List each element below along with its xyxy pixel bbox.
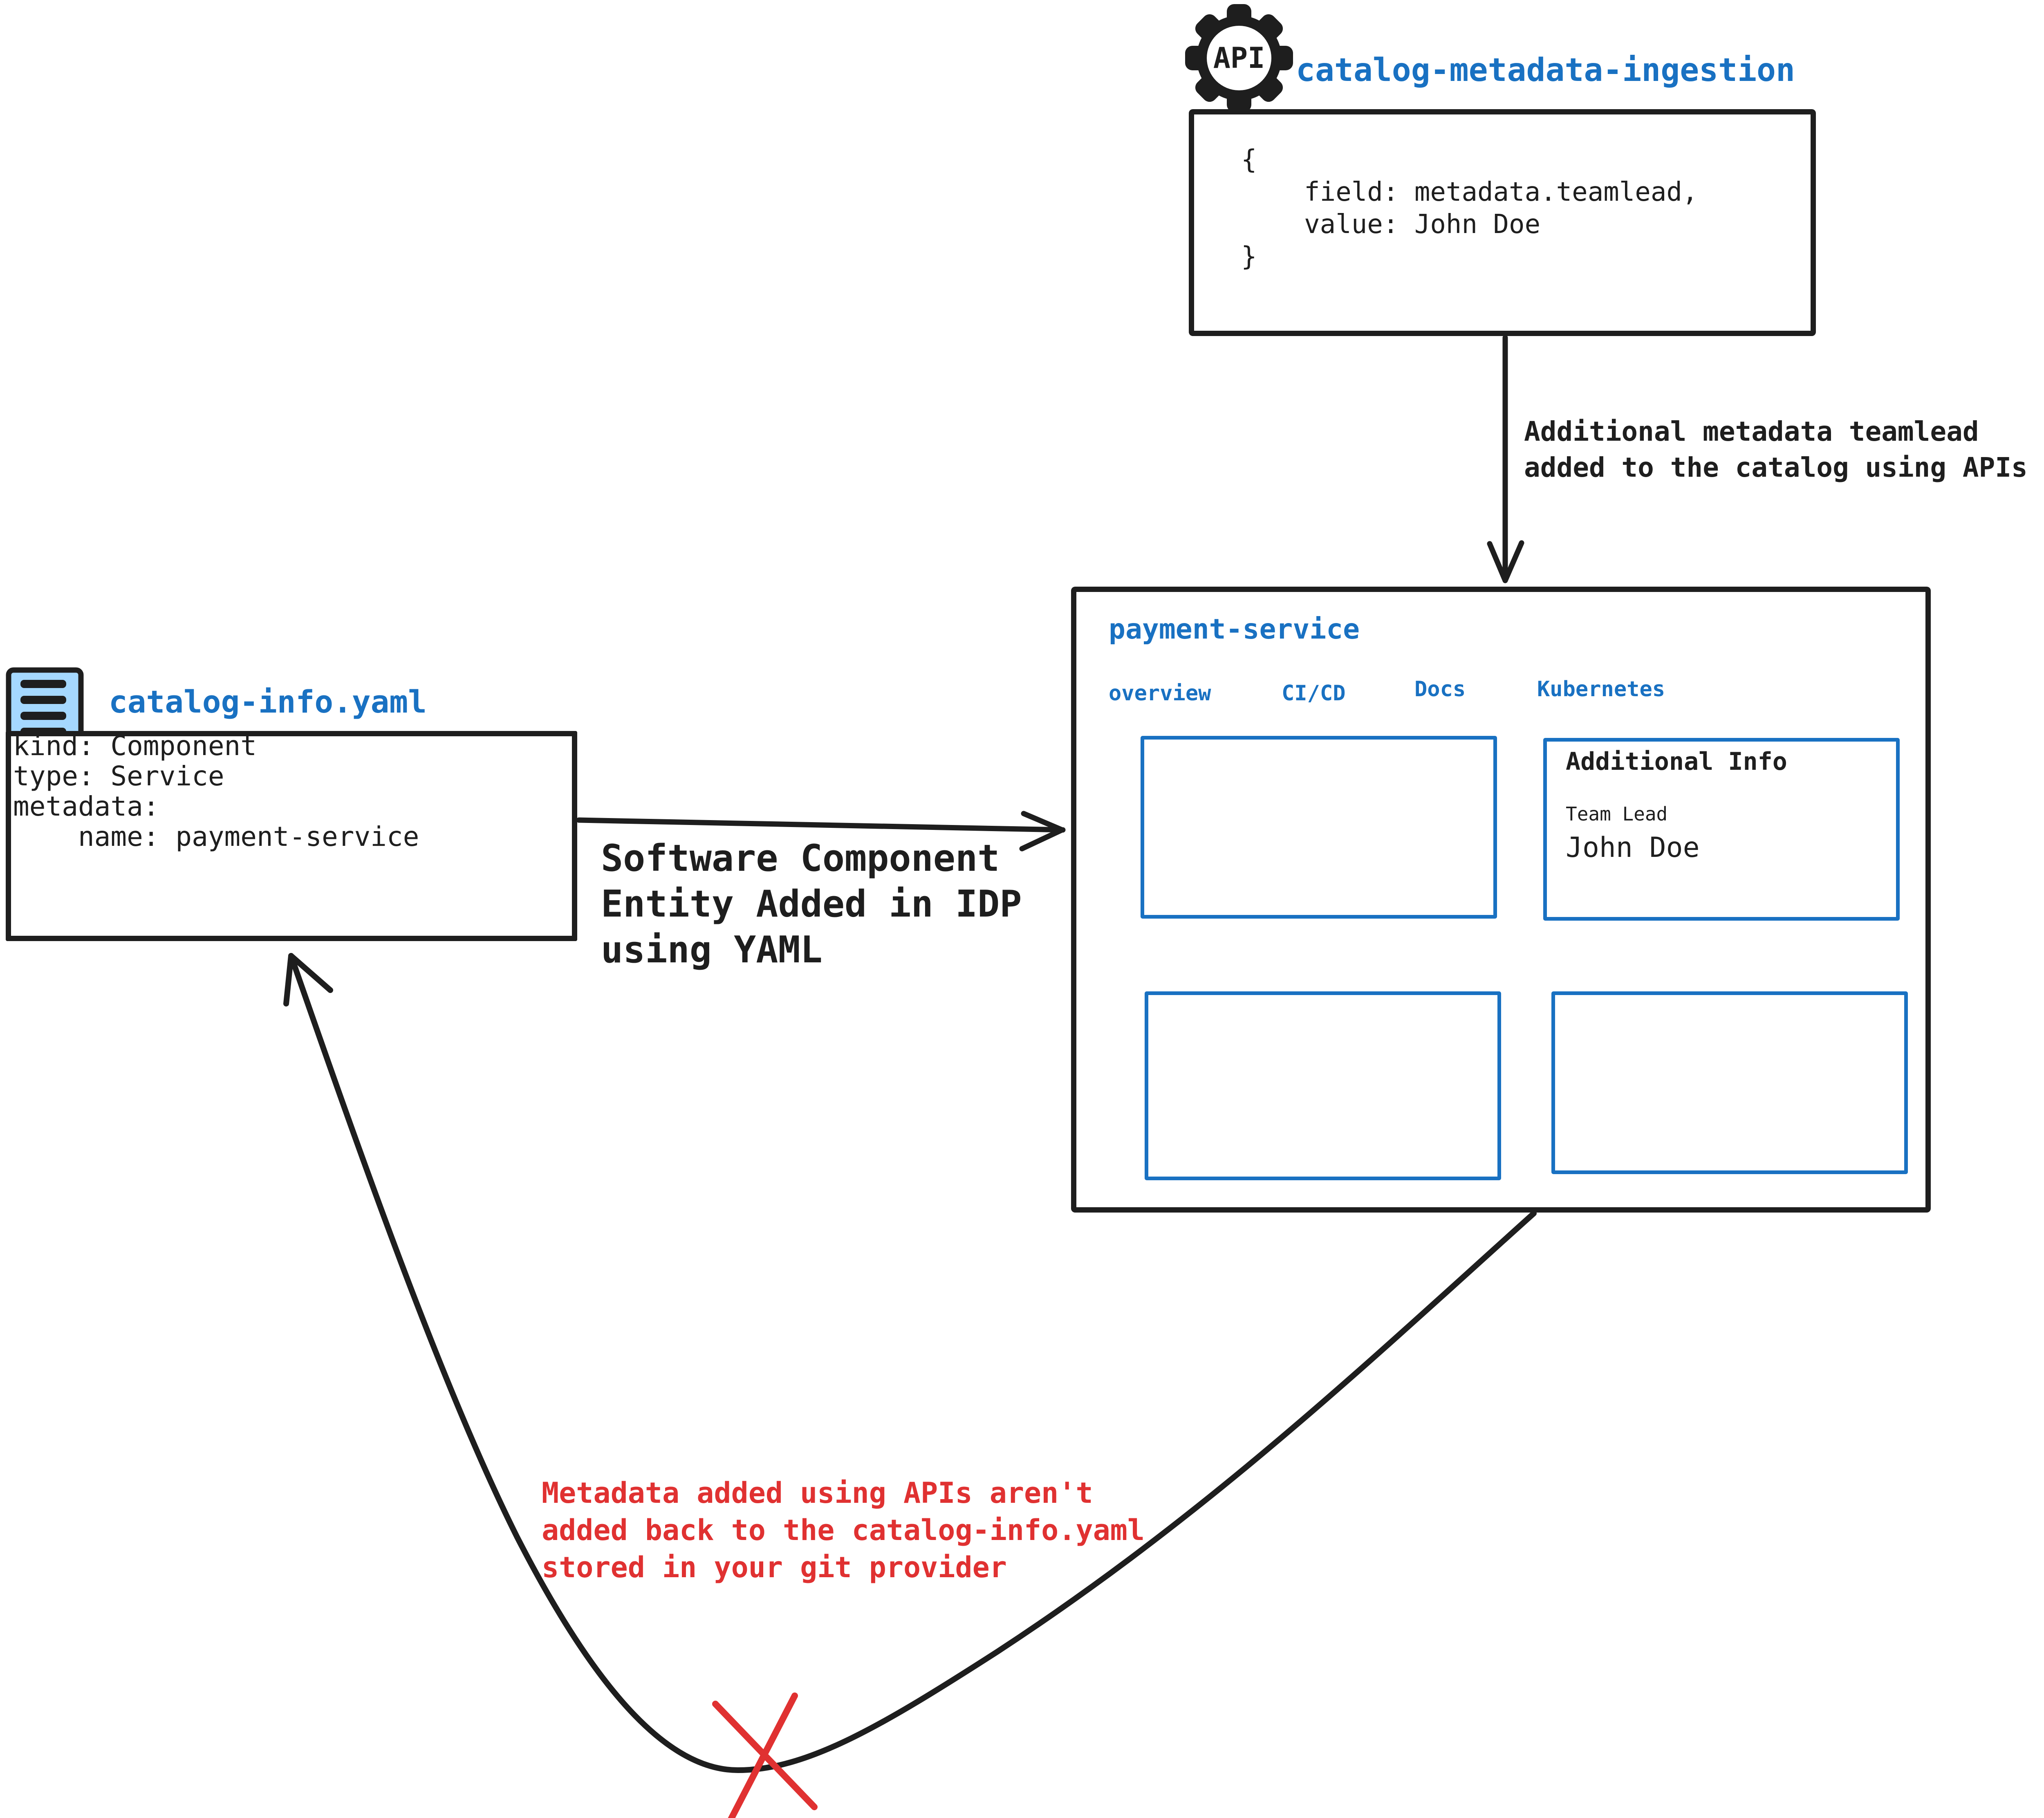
feedback-note-line: Metadata added using APIs aren't: [542, 1476, 1093, 1510]
yaml-arrow-label-line: using YAML: [601, 928, 823, 971]
overview-card: [1141, 736, 1497, 919]
yaml-arrow-label-line: Software Component: [601, 837, 1000, 880]
json-line: field: metadata.teamlead,: [1241, 177, 1698, 207]
yaml-arrow-label-line: Entity Added in IDP: [601, 883, 1022, 926]
team-lead-label: Team Lead: [1566, 803, 1668, 825]
api-json-code: { field: metadata.teamlead, value: John …: [1241, 144, 1698, 273]
json-line: value: John Doe: [1241, 209, 1541, 240]
additional-info-card: [1543, 738, 1900, 921]
yaml-box: [6, 731, 577, 941]
feedback-warning-note: Metadata added using APIs aren't added b…: [542, 1475, 1145, 1586]
json-line: }: [1241, 242, 1257, 272]
tab-cicd[interactable]: CI/CD: [1282, 681, 1346, 706]
widget-card-bottom-left: [1145, 991, 1501, 1180]
feedback-note-line: added back to the catalog-info.yaml: [542, 1513, 1145, 1547]
api-service-title: catalog-metadata-ingestion: [1296, 52, 1795, 89]
blocked-x-icon: [712, 1692, 818, 1818]
yaml-line: type: Service: [13, 760, 224, 792]
json-line: {: [1241, 145, 1257, 175]
team-lead-value: John Doe: [1566, 832, 1700, 864]
tab-overview[interactable]: overview: [1109, 681, 1211, 706]
additional-info-heading: Additional Info: [1566, 747, 1787, 776]
yaml-arrow-label: Software Component Entity Added in IDP u…: [601, 836, 1022, 973]
tab-kubernetes[interactable]: Kubernetes: [1537, 677, 1665, 702]
feedback-note-line: stored in your git provider: [542, 1551, 1007, 1584]
api-json-box: [1189, 109, 1816, 336]
api-arrow-label-line: Additional metadata teamlead: [1524, 416, 1979, 447]
api-icon-label: API: [1213, 41, 1265, 75]
yaml-line: kind: Component: [13, 730, 257, 762]
yaml-code: kind: Component type: Service metadata: …: [13, 731, 419, 852]
yaml-file-title: catalog-info.yaml: [109, 684, 427, 720]
yaml-line: name: payment-service: [13, 821, 419, 852]
tab-docs[interactable]: Docs: [1414, 677, 1466, 702]
widget-card-bottom-right: [1551, 991, 1908, 1174]
payment-service-title: payment-service: [1109, 613, 1360, 646]
api-gear-icon: API: [1184, 2, 1294, 114]
api-arrow-label: Additional metadata teamlead added to th…: [1524, 414, 2028, 486]
api-to-portal-arrow: [1487, 335, 1524, 583]
yaml-file-icon: [5, 666, 85, 745]
api-arrow-label-line: added to the catalog using APIs: [1524, 452, 2028, 483]
yaml-line: metadata:: [13, 791, 159, 822]
